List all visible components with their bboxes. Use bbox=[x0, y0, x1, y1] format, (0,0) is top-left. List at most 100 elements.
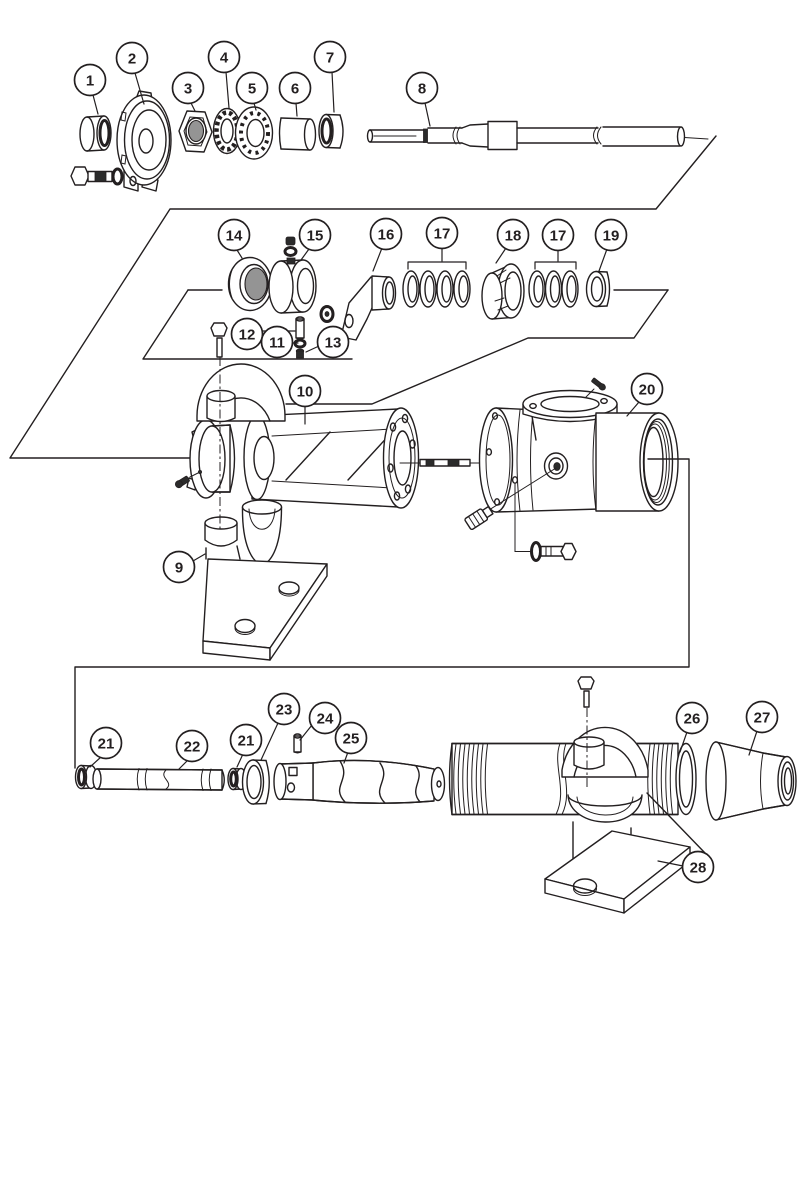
callout-number-21: 21 bbox=[238, 732, 255, 749]
clamp-screw bbox=[577, 676, 595, 708]
callout-leader-21 bbox=[236, 753, 244, 768]
part-4-lock-washer bbox=[212, 107, 242, 155]
callout-24-25: 24 bbox=[308, 701, 342, 735]
callout-circle-28 bbox=[681, 850, 715, 884]
callout-number-25: 25 bbox=[343, 730, 360, 747]
callout-14-8: 14 bbox=[217, 218, 251, 252]
callout-circle-1 bbox=[73, 63, 107, 97]
callout-18-12: 18 bbox=[496, 218, 530, 252]
callout-circle-27 bbox=[745, 700, 779, 734]
callout-leader-21 bbox=[89, 756, 102, 768]
callout-circle-21 bbox=[89, 726, 123, 760]
part-10-clamp-collar bbox=[186, 419, 236, 499]
part-6-spacer-sleeve bbox=[278, 117, 317, 151]
part-16-bracket-arm bbox=[340, 275, 397, 341]
part-7-slinger-ring bbox=[318, 113, 344, 149]
callout-circle-5 bbox=[235, 71, 269, 105]
callout-number-4: 4 bbox=[220, 49, 229, 66]
part-8-pump-shaft bbox=[366, 120, 709, 151]
callout-1-0: 1 bbox=[73, 63, 107, 97]
callout-number-24: 24 bbox=[317, 710, 334, 727]
callout-number-11: 11 bbox=[269, 334, 285, 351]
part-15-spring-pin-stack bbox=[283, 236, 298, 265]
callout-17-11: 17 bbox=[425, 216, 459, 250]
callout-leader-14 bbox=[236, 249, 243, 259]
callout-9-19: 9 bbox=[162, 550, 196, 584]
callout-13-17: 13 bbox=[316, 325, 350, 359]
part-23-thrust-cup bbox=[241, 759, 270, 805]
callout-15-9: 15 bbox=[298, 218, 332, 252]
callout-leader-8 bbox=[424, 102, 431, 127]
part-24-drive-pin bbox=[293, 733, 302, 754]
callout-circle-2 bbox=[115, 41, 149, 75]
plane-top-outline bbox=[9, 135, 717, 459]
callout-circle-17 bbox=[425, 216, 459, 250]
callout-leader-26 bbox=[679, 731, 688, 753]
callout-circle-12 bbox=[230, 317, 264, 351]
callout-circle-18 bbox=[496, 218, 530, 252]
callout-leader-28 bbox=[657, 860, 684, 867]
callout-number-1: 1 bbox=[86, 72, 94, 89]
callout-circle-24 bbox=[308, 701, 342, 735]
callout-27-28: 27 bbox=[745, 700, 779, 734]
callout-number-13: 13 bbox=[325, 334, 342, 351]
part-small-hex-nut bbox=[319, 305, 335, 323]
callout-number-12: 12 bbox=[239, 326, 256, 343]
part-17-seal-rings-group-a bbox=[402, 270, 471, 308]
casing-mount-bolt bbox=[514, 483, 577, 562]
part-2-seal-plate bbox=[116, 90, 172, 192]
callout-26-27: 26 bbox=[675, 701, 709, 735]
callout-20-20: 20 bbox=[630, 372, 664, 406]
callout-17-13: 17 bbox=[541, 218, 575, 252]
callout-circle-23 bbox=[267, 692, 301, 726]
callout-23-24: 23 bbox=[267, 692, 301, 726]
callout-circle-6 bbox=[278, 71, 312, 105]
callout-leader-13 bbox=[305, 345, 320, 353]
callout-circle-20 bbox=[630, 372, 664, 406]
callout-circle-14 bbox=[217, 218, 251, 252]
callout-leader-16 bbox=[372, 247, 383, 272]
callout-circle-7 bbox=[313, 40, 347, 74]
callout-bracket-17 bbox=[407, 261, 467, 270]
callout-4-3: 4 bbox=[207, 40, 241, 74]
part-20-casing bbox=[478, 389, 679, 513]
callout-leader-22 bbox=[178, 759, 189, 770]
collar-set-screw bbox=[175, 469, 202, 489]
callout-2-1: 2 bbox=[115, 41, 149, 75]
callout-circle-13 bbox=[316, 325, 350, 359]
callout-circle-15 bbox=[298, 218, 332, 252]
callout-8-7: 8 bbox=[405, 71, 439, 105]
callout-12-15: 12 bbox=[230, 317, 264, 351]
callout-leader-24 bbox=[299, 724, 313, 741]
callout-number-5: 5 bbox=[248, 80, 256, 97]
callout-28-29: 28 bbox=[681, 850, 715, 884]
callout-circle-8 bbox=[405, 71, 439, 105]
part-1-bushing bbox=[79, 115, 112, 152]
callout-11-16: 11 bbox=[260, 325, 294, 359]
callout-22-22: 22 bbox=[175, 729, 209, 763]
callout-16-10: 16 bbox=[369, 217, 403, 251]
callout-number-18: 18 bbox=[505, 227, 522, 244]
callout-leader-6 bbox=[295, 102, 298, 117]
callout-6-5: 6 bbox=[278, 71, 312, 105]
callout-number-17: 17 bbox=[550, 227, 567, 244]
callout-leader-1 bbox=[92, 94, 99, 115]
part-27-reducer-cone bbox=[705, 741, 797, 821]
callout-number-19: 19 bbox=[603, 227, 620, 244]
callout-number-16: 16 bbox=[378, 226, 395, 243]
callout-leader-27 bbox=[748, 730, 758, 756]
part-13-set-screw bbox=[295, 348, 305, 359]
callout-circle-25 bbox=[334, 721, 368, 755]
callout-leader-15 bbox=[300, 248, 310, 261]
callout-number-26: 26 bbox=[684, 710, 701, 727]
centerlines bbox=[219, 357, 588, 790]
callout-21-21: 21 bbox=[89, 726, 123, 760]
callout-3-2: 3 bbox=[171, 71, 205, 105]
part-14-seal-seat-ring bbox=[227, 256, 273, 312]
callout-21-23: 21 bbox=[229, 723, 263, 757]
callout-5-4: 5 bbox=[235, 71, 269, 105]
muff-coupling bbox=[273, 762, 314, 801]
